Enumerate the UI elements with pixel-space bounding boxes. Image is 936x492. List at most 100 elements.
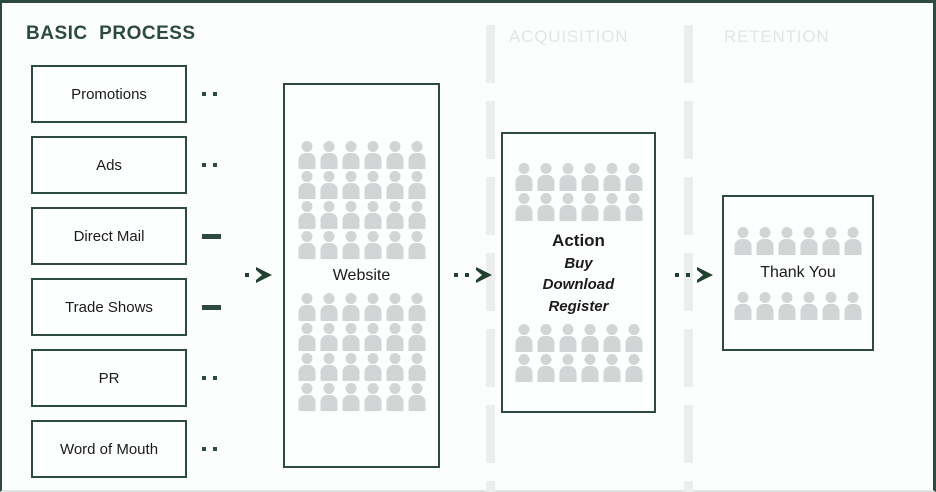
person-icon (754, 291, 776, 321)
person-icon (362, 352, 384, 382)
source-box[interactable]: Direct Mail (31, 207, 187, 265)
stage-box-action[interactable]: Action Buy Download Register (501, 132, 656, 413)
people-grid-below (296, 292, 428, 412)
person-icon (384, 382, 406, 412)
source-box[interactable]: Word of Mouth (31, 420, 187, 478)
person-icon (557, 162, 579, 192)
person-icon (340, 200, 362, 230)
source-connector (202, 163, 217, 167)
person-icon (535, 353, 557, 383)
source-box-label: Trade Shows (65, 298, 153, 316)
source-box[interactable]: Trade Shows (31, 278, 187, 336)
person-icon (579, 323, 601, 353)
person-icon (362, 230, 384, 260)
person-icon (623, 192, 645, 222)
person-icon (362, 170, 384, 200)
people-row (296, 170, 428, 200)
person-icon (601, 323, 623, 353)
person-icon (340, 322, 362, 352)
connector-dot (202, 163, 206, 167)
source-connector (202, 92, 217, 96)
person-icon (384, 140, 406, 170)
person-icon (384, 200, 406, 230)
stage-box-thank-you[interactable]: Thank You (722, 195, 874, 351)
person-icon (406, 170, 428, 200)
connector-dash (202, 305, 221, 310)
arrow-dot (454, 273, 458, 277)
person-icon (406, 200, 428, 230)
source-box-label: Word of Mouth (59, 440, 159, 458)
person-icon (296, 322, 318, 352)
person-icon (318, 352, 340, 382)
person-icon (340, 230, 362, 260)
arrowhead-icon (697, 267, 713, 283)
source-box[interactable]: PR (31, 349, 187, 407)
arrowhead-icon (476, 267, 492, 283)
stage-divider-retention (684, 25, 693, 492)
connector-dot (213, 447, 217, 451)
stage-box-website[interactable]: Website (283, 83, 440, 468)
person-icon (340, 170, 362, 200)
people-row (296, 382, 428, 412)
source-connector (202, 447, 217, 451)
person-icon (557, 353, 579, 383)
page-title: BASIC PROCESS (26, 23, 196, 44)
person-icon (776, 226, 798, 256)
source-box-label: PR (98, 369, 120, 387)
source-box-label: Direct Mail (73, 227, 145, 245)
person-icon (384, 322, 406, 352)
source-connector (202, 305, 221, 310)
people-grid-above (732, 226, 864, 256)
person-icon (842, 291, 864, 321)
people-row (296, 292, 428, 322)
person-icon (296, 140, 318, 170)
source-box[interactable]: Ads (31, 136, 187, 194)
person-icon (362, 382, 384, 412)
people-row (296, 322, 428, 352)
person-icon (362, 292, 384, 322)
person-icon (513, 162, 535, 192)
person-icon (601, 192, 623, 222)
person-icon (318, 140, 340, 170)
people-row (732, 226, 864, 256)
source-box-label: Ads (96, 156, 122, 174)
person-icon (362, 140, 384, 170)
arrow-dot (675, 273, 679, 277)
person-icon (318, 292, 340, 322)
person-icon (513, 353, 535, 383)
person-icon (579, 162, 601, 192)
person-icon (406, 292, 428, 322)
person-icon (798, 226, 820, 256)
stage-label-thank-you: Thank You (760, 263, 836, 281)
person-icon (384, 170, 406, 200)
person-icon (340, 292, 362, 322)
stage-header-retention: RETENTION (724, 27, 830, 46)
person-icon (535, 323, 557, 353)
people-row (513, 353, 645, 383)
person-icon (557, 323, 579, 353)
arrow-sources-to-website (245, 267, 272, 283)
action-item-buy: Buy (564, 255, 593, 273)
arrowhead-icon (256, 267, 272, 283)
people-row (296, 230, 428, 260)
person-icon (406, 230, 428, 260)
person-icon (798, 291, 820, 321)
person-icon (601, 353, 623, 383)
source-box[interactable]: Promotions (31, 65, 187, 123)
person-icon (820, 226, 842, 256)
person-icon (513, 323, 535, 353)
people-grid-below (513, 323, 645, 383)
person-icon (318, 382, 340, 412)
person-icon (732, 291, 754, 321)
person-icon (406, 322, 428, 352)
person-icon (535, 192, 557, 222)
person-icon (296, 170, 318, 200)
person-icon (362, 200, 384, 230)
person-icon (776, 291, 798, 321)
person-icon (557, 192, 579, 222)
connector-dot (202, 92, 206, 96)
connector-dot (213, 163, 217, 167)
person-icon (340, 140, 362, 170)
person-icon (623, 353, 645, 383)
